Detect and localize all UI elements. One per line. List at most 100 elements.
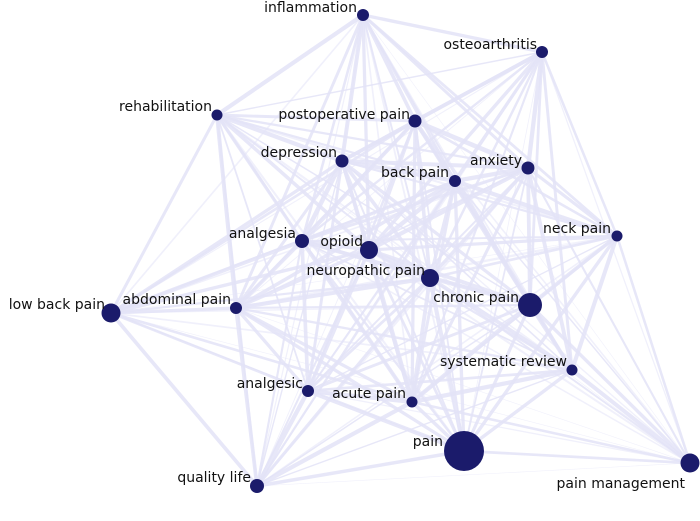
edge-rehabilitation-anxiety (215, 113, 530, 170)
node-anxiety[interactable] (521, 161, 535, 175)
edge-back-pain-quality-life (255, 179, 457, 488)
edge-chronic-pain-analgesic (306, 303, 532, 393)
edge-abdominal-pain-systematic-review (234, 306, 574, 372)
edge-inflammation-pain-management (362, 14, 691, 464)
node-depression[interactable] (335, 154, 349, 168)
edge-inflammation-rehabilitation (214, 12, 366, 118)
edge-depression-anxiety (339, 158, 531, 171)
node-label-chronic-pain: chronic pain (433, 290, 519, 306)
edge-osteoarthritis-systematic-review (540, 50, 574, 372)
edge-chronic-pain-acute-pain (409, 302, 533, 405)
node-neck-pain[interactable] (611, 230, 623, 242)
edge-depression-back-pain (340, 159, 457, 183)
edge-depression-neck-pain (340, 159, 619, 238)
edge-anxiety-neck-pain (526, 166, 619, 238)
edge-neuropathic-pain-analgesic (306, 276, 432, 393)
node-label-analgesia: analgesia (229, 226, 296, 242)
edge-back-pain-opioid (366, 178, 458, 253)
edge-neck-pain-analgesic (307, 235, 618, 392)
node-label-depression: depression (261, 145, 337, 161)
edge-abdominal-pain-pain-management (235, 307, 691, 464)
edge-opioid-abdominal-pain (234, 248, 371, 310)
edge-osteoarthritis-chronic-pain (528, 50, 544, 307)
edge-analgesia-low-back-pain (109, 239, 304, 315)
edge-inflammation-opioid (361, 13, 371, 252)
edge-systematic-review-pain (462, 368, 574, 453)
edge-back-pain-anxiety (452, 165, 531, 184)
edge-rehabilitation-systematic-review (216, 114, 573, 371)
edge-neck-pain-pain (462, 234, 619, 453)
edge-acute-pain-quality-life (254, 399, 415, 489)
edge-analgesia-acute-pain (300, 239, 414, 404)
node-label-abdominal-pain: abdominal pain (123, 292, 231, 308)
node-inflammation[interactable] (357, 9, 369, 21)
edge-osteoarthritis-pain-management (541, 51, 691, 464)
edge-postoperative-pain-quality-life (256, 120, 416, 487)
edge-chronic-pain-systematic-review (528, 303, 574, 372)
edge-anxiety-abdominal-pain (235, 167, 529, 309)
edge-inflammation-neck-pain (361, 13, 619, 238)
edge-depression-chronic-pain (340, 159, 532, 307)
edge-analgesic-quality-life (254, 388, 311, 489)
edge-systematic-review-acute-pain (409, 367, 575, 405)
node-back-pain[interactable] (449, 175, 461, 187)
edge-opioid-chronic-pain (367, 248, 532, 307)
edge-inflammation-osteoarthritis (361, 13, 544, 54)
node-label-pain-management: pain management (557, 476, 686, 492)
edge-pain-pain-management (462, 449, 692, 465)
edge-neck-pain-low-back-pain (110, 235, 618, 314)
edge-low-back-pain-systematic-review (110, 312, 573, 371)
node-pain[interactable] (444, 431, 484, 471)
edge-abdominal-pain-analgesic (234, 306, 310, 393)
node-abdominal-pain[interactable] (230, 302, 242, 314)
edges-layer (109, 12, 692, 489)
node-postoperative-pain[interactable] (408, 114, 422, 128)
node-label-systematic-review: systematic review (440, 354, 567, 370)
node-label-acute-pain: acute pain (332, 386, 406, 402)
nodes-layer (101, 9, 700, 493)
node-chronic-pain[interactable] (518, 293, 542, 317)
edge-chronic-pain-pain (462, 303, 532, 453)
edge-abdominal-pain-quality-life (234, 306, 259, 488)
edge-depression-quality-life (256, 160, 343, 487)
edge-neuropathic-pain-chronic-pain (428, 276, 532, 307)
node-rehabilitation[interactable] (211, 109, 223, 121)
edge-analgesic-pain (305, 388, 467, 454)
edge-postoperative-pain-anxiety (412, 118, 531, 171)
edge-neck-pain-systematic-review (569, 233, 620, 373)
edge-systematic-review-quality-life (256, 369, 573, 487)
edge-rehabilitation-depression (214, 112, 345, 164)
node-pain-management[interactable] (680, 453, 700, 473)
node-label-anxiety: anxiety (470, 153, 522, 169)
edge-pain-quality-life (255, 449, 466, 488)
node-opioid[interactable] (360, 241, 378, 259)
node-label-back-pain: back pain (381, 165, 449, 181)
edge-back-pain-pain-management (454, 180, 691, 464)
node-low-back-pain[interactable] (101, 303, 121, 323)
node-label-opioid: opioid (320, 234, 363, 250)
node-systematic-review[interactable] (566, 364, 578, 376)
edge-rehabilitation-chronic-pain (216, 114, 531, 306)
node-quality-life[interactable] (250, 479, 264, 493)
edge-osteoarthritis-pain (463, 51, 543, 452)
node-acute-pain[interactable] (406, 396, 418, 408)
edge-anxiety-analgesia (300, 166, 530, 243)
node-neuropathic-pain[interactable] (421, 269, 439, 287)
node-analgesia[interactable] (295, 234, 309, 248)
labels-layer: inflammationosteoarthritisrehabilitation… (9, 0, 686, 492)
edge-osteoarthritis-rehabilitation (216, 51, 543, 116)
node-label-postoperative-pain: postoperative pain (278, 107, 410, 123)
edge-analgesic-pain-management (307, 390, 691, 464)
edge-neck-pain-pain-management (615, 234, 692, 465)
edge-depression-abdominal-pain (234, 159, 344, 310)
edge-osteoarthritis-opioid (367, 50, 544, 252)
node-analgesic[interactable] (302, 385, 314, 397)
edge-postoperative-pain-neck-pain (413, 119, 619, 238)
edge-neck-pain-analgesia (301, 235, 618, 242)
node-label-inflammation: inflammation (264, 0, 357, 16)
node-osteoarthritis[interactable] (536, 46, 548, 58)
edge-analgesia-pain-management (301, 240, 691, 464)
node-label-analgesic: analgesic (237, 376, 303, 392)
edge-chronic-pain-pain-management (528, 303, 692, 465)
